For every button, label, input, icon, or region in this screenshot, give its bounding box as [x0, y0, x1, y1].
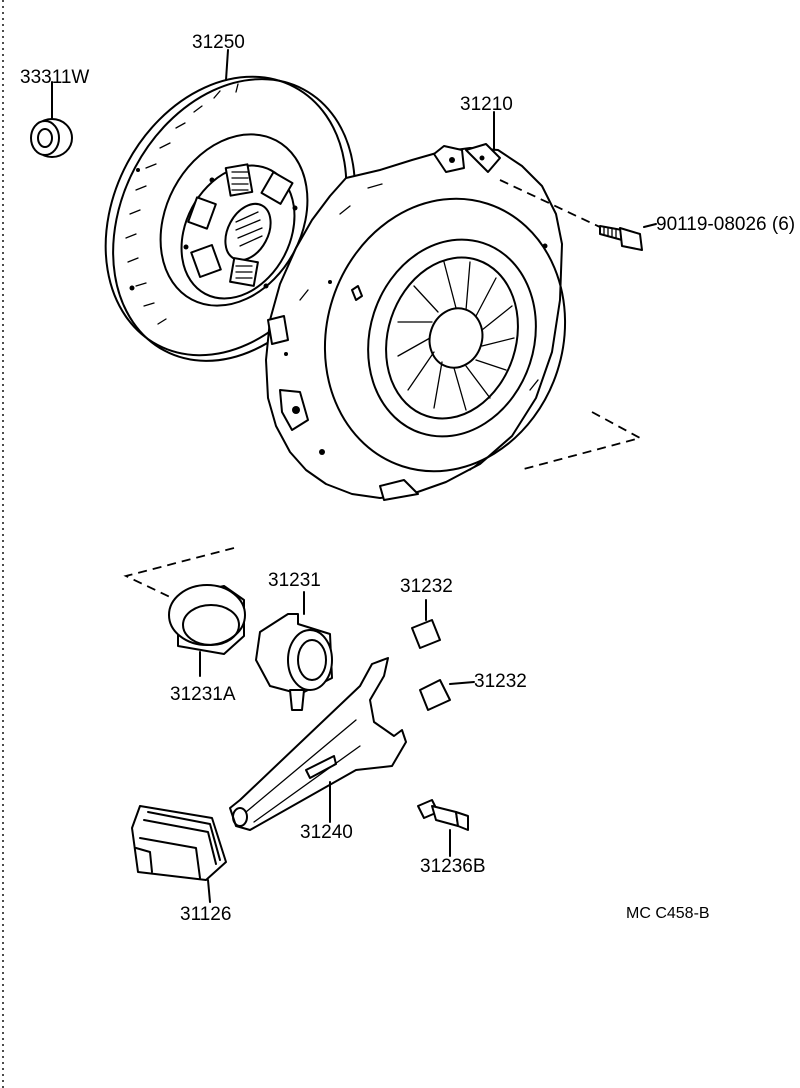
label-31236b: 31236B — [420, 856, 486, 877]
fork-boot-part — [131, 805, 227, 903]
label-33311w: 33311W — [20, 67, 89, 88]
release-bearing-part — [255, 591, 333, 711]
bolt-guide-line — [499, 179, 603, 229]
label-31210: 31210 — [460, 94, 513, 115]
label-31231: 31231 — [268, 570, 321, 591]
label-31232-lower: 31232 — [474, 671, 527, 692]
label-31240: 31240 — [300, 822, 353, 843]
clutch-disc-part — [104, 49, 356, 362]
damper-springs — [187, 163, 294, 287]
figure-code: MC C458-B — [626, 905, 710, 922]
fork-clip-upper-part — [411, 599, 441, 649]
clutch-cover-part — [265, 111, 567, 501]
label-90119-08026: 90119-08026 (6) — [656, 214, 795, 235]
release-hub-part — [168, 584, 246, 677]
label-31231a: 31231A — [170, 684, 236, 705]
release-fork-part — [229, 657, 407, 831]
assembly-guide-line-upper — [519, 411, 643, 471]
label-31232-upper: 31232 — [400, 576, 453, 597]
cover-bolt-part — [599, 223, 657, 251]
label-31126: 31126 — [180, 904, 231, 925]
assembly-guide-line-lower — [123, 547, 235, 599]
label-31250: 31250 — [192, 32, 245, 53]
pilot-bearing-part — [30, 81, 73, 158]
fork-pivot-part — [417, 799, 469, 857]
fork-clip-lower-part — [419, 679, 475, 711]
